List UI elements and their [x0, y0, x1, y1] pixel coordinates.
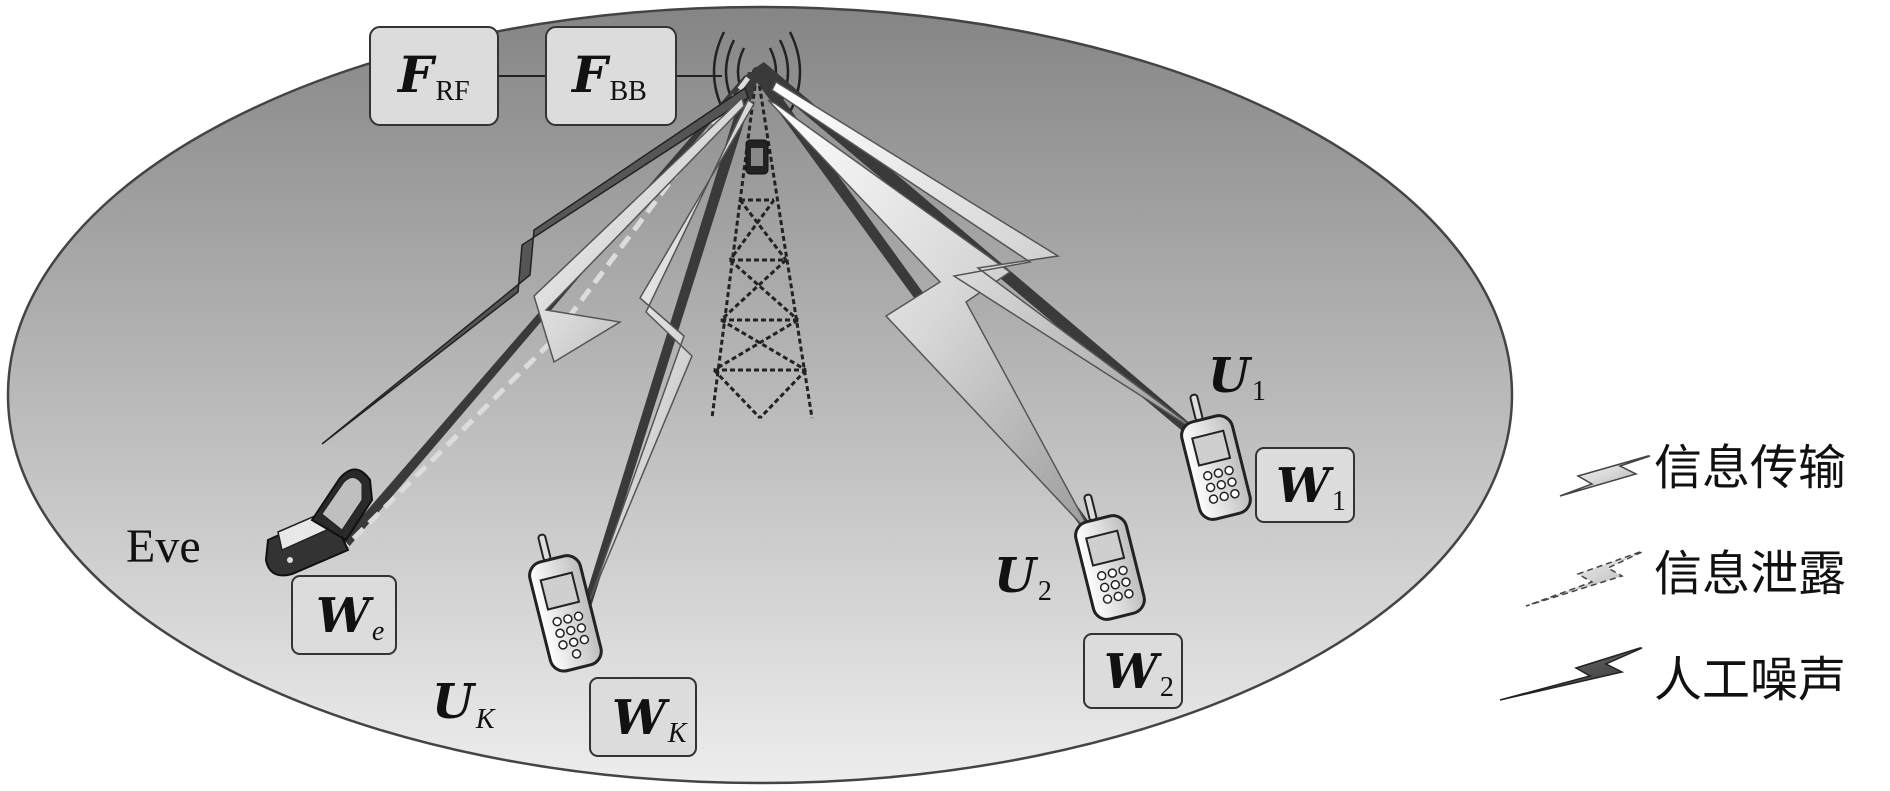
uk-filter-label: WK	[612, 690, 688, 749]
u2-phone-icon	[1074, 493, 1146, 621]
eve-label: Eve	[126, 520, 201, 573]
uk-phone-icon	[528, 533, 603, 673]
info-bolt-uk	[589, 98, 756, 601]
u2-filter-box	[1083, 633, 1183, 709]
eve-phone-icon	[264, 468, 374, 577]
rf-precoder-label: FRF	[396, 45, 470, 107]
bb-precoder-label: FBB	[570, 45, 647, 107]
beam-uk	[582, 72, 760, 610]
uk-label: UK	[432, 674, 496, 735]
legend-artificial-noise-label: 人工噪声	[1654, 652, 1846, 708]
noise-bolt	[321, 86, 749, 445]
rf-precoder-box	[369, 26, 499, 126]
legend-info-leakage-icon	[1525, 551, 1643, 607]
u1-phone-icon	[1180, 393, 1252, 521]
u2-label: U2	[994, 548, 1052, 607]
bb-precoder-box	[545, 26, 677, 126]
legend-info-transmission-icon	[1559, 455, 1651, 497]
legend-artificial-noise-icon	[1499, 647, 1643, 701]
info-bolt-u2	[767, 99, 1095, 539]
uk-filter-box	[589, 677, 697, 757]
u1-filter-box	[1255, 447, 1355, 523]
leakage-bolt	[533, 96, 745, 364]
legend: 信息传输 信息泄露 人工噪声	[1499, 440, 1846, 708]
legend-info-transmission-label: 信息传输	[1654, 440, 1846, 496]
eve-filter-box	[291, 575, 397, 655]
info-bolt-u1	[771, 80, 1211, 441]
u1-label: U1	[1208, 348, 1266, 407]
u1-filter-label: W1	[1276, 458, 1346, 517]
u2-filter-label: W2	[1104, 644, 1174, 703]
cell-area	[6, 5, 1514, 785]
legend-info-leakage-label: 信息泄露	[1654, 546, 1846, 602]
eve-filter-label: We	[316, 588, 384, 647]
base-station-tower	[710, 69, 814, 420]
